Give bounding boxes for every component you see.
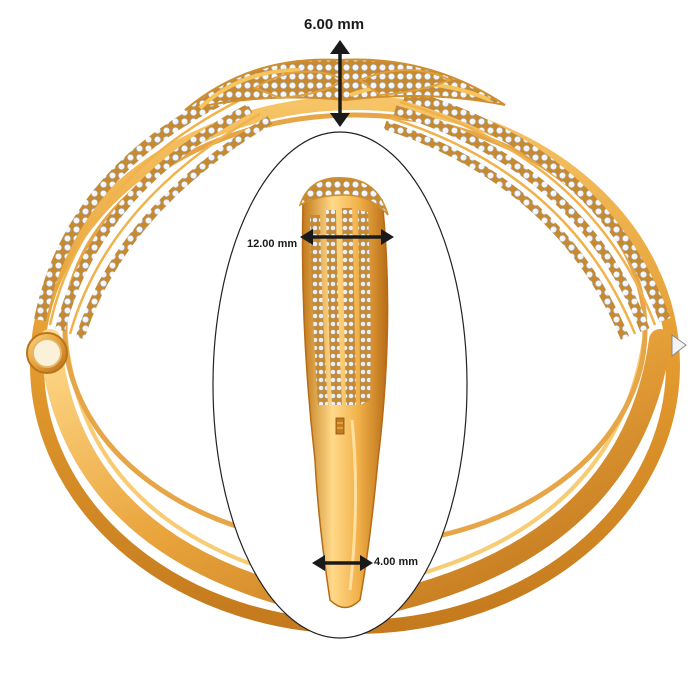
hallmark (335, 417, 345, 435)
clasp-end (671, 334, 687, 358)
hinge-clasp (26, 332, 68, 374)
side-profile-top (298, 177, 389, 216)
dimension-arrow-height (330, 40, 350, 127)
shank-width-dimension-label: 4.00 mm (374, 556, 419, 568)
height-dimension-label: 6.00 mm (304, 16, 365, 33)
top-diamond-swirl (184, 58, 506, 111)
dimension-arrow-side-width (300, 229, 394, 245)
dimension-arrow-shank-width (312, 555, 373, 571)
side-width-dimension-label: 12.00 mm (247, 238, 298, 250)
side-view-inset (212, 131, 468, 639)
diamond-pave-rows (34, 89, 671, 340)
